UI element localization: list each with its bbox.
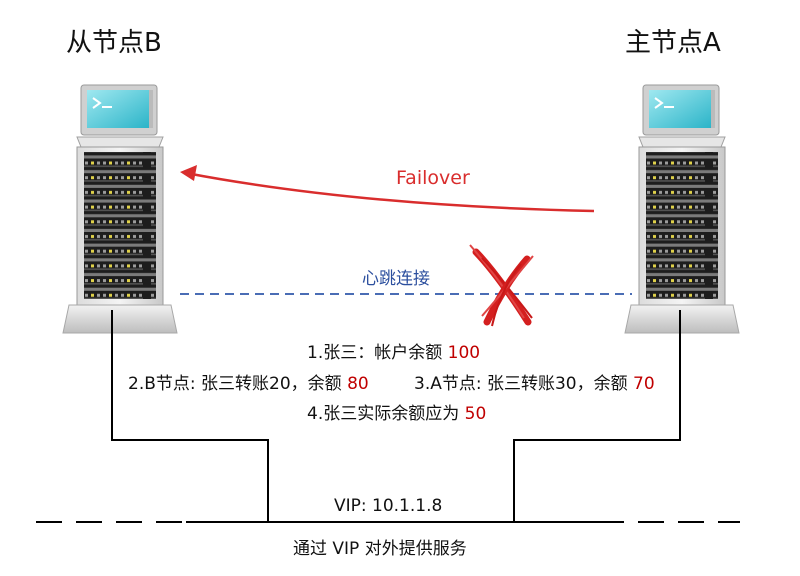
step-3: 3.A节点: 张三转账30，余额 70: [414, 369, 655, 394]
step-3-value: 70: [633, 374, 655, 394]
step-1-text: 1.张三：帐户余额: [307, 343, 448, 363]
server-rack-master: [624, 84, 740, 334]
server-rack-slave: [62, 84, 178, 334]
step-4: 4.张三实际余额应为 50: [307, 399, 486, 424]
master-network-link: [513, 310, 681, 522]
failover-label: Failover: [396, 167, 470, 189]
slave-node-title: 从节点B: [66, 28, 162, 58]
step-4-value: 50: [464, 404, 487, 424]
step-3-text: 3.A节点: 张三转账30，余额: [414, 374, 634, 394]
vip-service-label: 通过 VIP 对外提供服务: [293, 539, 467, 559]
broken-link-cross-icon: [469, 244, 534, 327]
step-1: 1.张三：帐户余额 100: [307, 338, 480, 363]
heartbeat-label: 心跳连接: [362, 269, 430, 289]
failover-arrowhead: [180, 165, 197, 181]
master-node-title: 主节点A: [625, 28, 721, 58]
step-2: 2.B节点: 张三转账20，余额 80: [128, 369, 369, 394]
step-1-value: 100: [447, 343, 481, 363]
step-4-text: 4.张三实际余额应为: [307, 404, 465, 424]
vip-address: VIP: 10.1.1.8: [334, 496, 443, 516]
failover-arrow: [185, 171, 595, 213]
step-2-value: 80: [347, 374, 369, 394]
step-2-text: 2.B节点: 张三转账20，余额: [128, 374, 348, 394]
slave-network-link: [111, 310, 269, 522]
